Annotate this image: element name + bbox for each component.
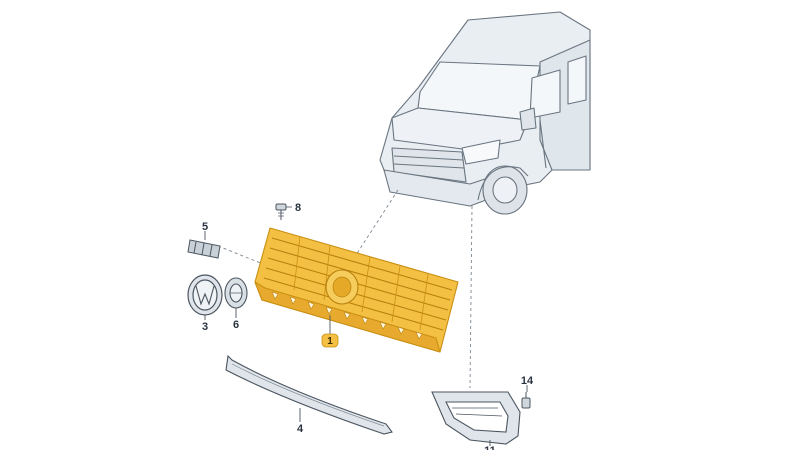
van-headlight xyxy=(461,139,501,165)
emblem-carrier xyxy=(224,277,248,309)
callout-emblem-bracket: 5 xyxy=(202,221,208,233)
callout-lower-trim-strip: 4 xyxy=(297,423,304,435)
callout-grille: 1 xyxy=(327,336,333,347)
emblem-bracket xyxy=(187,239,221,259)
grille xyxy=(254,227,459,353)
callout-emblem-carrier: 6 xyxy=(233,319,239,331)
callout-fog-lamp-cover: 11 xyxy=(484,445,496,450)
leader-vehicle-to-fog-cover xyxy=(469,205,473,389)
fog-lamp-cover xyxy=(431,391,521,445)
van-rear-window xyxy=(567,55,587,105)
lower-trim-strip xyxy=(225,354,393,435)
vw-emblem xyxy=(187,274,223,316)
fog-cover-clip xyxy=(521,392,531,409)
callout-screw: 8 xyxy=(295,202,301,214)
vehicle-van xyxy=(379,11,591,215)
callout-leaders xyxy=(204,231,528,446)
callout-vw-emblem: 3 xyxy=(202,321,208,333)
leader-lines xyxy=(217,189,473,389)
van-hood xyxy=(391,107,529,151)
van-side-window xyxy=(529,69,561,119)
callout-grille-badge xyxy=(321,333,339,348)
van-mirror xyxy=(519,107,537,131)
screw xyxy=(275,203,287,220)
callout-fog-cover-clip: 14 xyxy=(521,375,534,387)
leader-bracket-to-grille xyxy=(217,245,269,267)
leader-vehicle-to-grille xyxy=(355,189,399,256)
